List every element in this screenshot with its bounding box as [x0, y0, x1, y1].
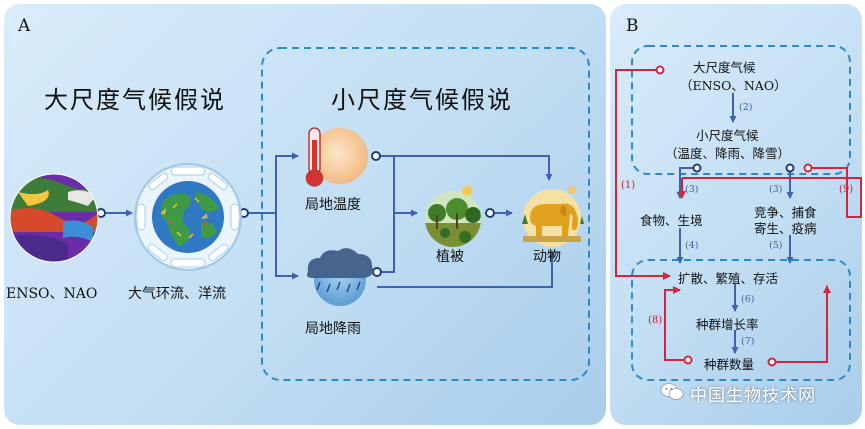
large-climate-label: 大尺度气候: [693, 60, 756, 75]
population-dashed-box: [631, 259, 851, 381]
path-8-red: [664, 286, 688, 361]
path-2-label: (2): [739, 102, 753, 113]
elephant-icon: [522, 186, 584, 247]
vegetation-icon: [425, 186, 481, 247]
path-1-red: [615, 69, 671, 280]
path-1-label: (1): [621, 180, 636, 191]
arrow-temperature-to-animals: [375, 155, 553, 181]
rain-cloud-icon: [306, 248, 373, 306]
path-7-label: (7): [741, 336, 755, 347]
path-9-label: (9): [839, 184, 854, 195]
thermometer-icon: [305, 127, 368, 187]
arrow-to-rainfall: [275, 213, 299, 280]
panel-a-letter: A: [18, 16, 31, 36]
large-scale-hypothesis-title: 大尺度气候假说: [44, 86, 226, 114]
growth-rate-label: 种群增长率: [696, 317, 759, 332]
animals-label: 动物: [533, 249, 561, 265]
path-8-label: (8): [648, 315, 663, 326]
climate-dashed-box: [631, 45, 851, 175]
panel-b: [610, 4, 862, 425]
path-3-left-arrow: [676, 167, 695, 199]
path-5-label: (5): [769, 240, 783, 251]
vegetation-label: 植被: [436, 249, 464, 265]
arrow-rainfall-to-vegetation: [377, 213, 395, 273]
enso-nao-label: ENSO、NAO: [6, 286, 98, 302]
path-9-red: [782, 167, 862, 218]
path-4-label: (4): [685, 240, 699, 251]
enso-map-icon: [9, 173, 99, 263]
path-3-left-label: (3): [685, 184, 699, 195]
small-climate-label: 小尺度气候: [696, 128, 759, 143]
path-3-right-label: (3): [769, 184, 783, 195]
path-6-label: (6): [741, 294, 755, 305]
wechat-icon: [660, 383, 684, 400]
globe-circulation-icon: [134, 163, 242, 271]
competition-predation-label: 竞争、捕食: [754, 205, 817, 220]
population-size-label: 种群数量: [704, 357, 755, 372]
watermark-text: 中国生物技术网: [690, 386, 816, 406]
path-feedback-red: [772, 285, 831, 363]
arrow-to-temperature: [275, 152, 299, 213]
local-temperature-label: 局地温度: [305, 197, 361, 213]
food-habitat-label: 食物、生境: [640, 213, 703, 228]
small-scale-hypothesis-title: 小尺度气候假说: [331, 86, 513, 114]
circulation-label: 大气环流、洋流: [128, 286, 226, 302]
arrow-rainfall-to-animals: [377, 250, 556, 288]
local-rainfall-label: 局地降雨: [305, 321, 361, 337]
dispersal-label: 扩散、繁殖、存活: [678, 271, 779, 286]
arrow-temperature-to-vegetation: [375, 155, 418, 217]
large-climate-sub-label: （ENSO、NAO）: [680, 78, 787, 93]
parasitism-disease-label: 寄生、疫病: [754, 221, 817, 236]
panel-b-letter: B: [626, 16, 639, 36]
small-climate-sub-label: （温度、降雨、降雪）: [665, 146, 791, 161]
